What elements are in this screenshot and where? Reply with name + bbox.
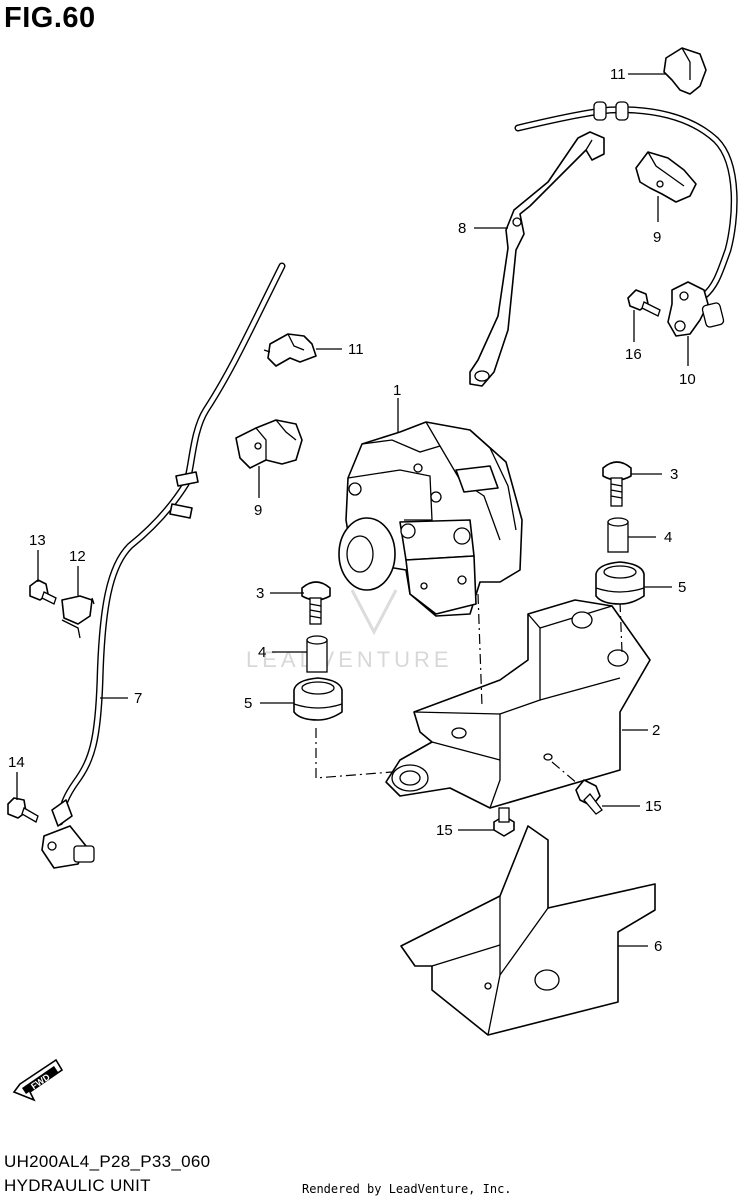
part-14-bolt[interactable] bbox=[7, 797, 39, 823]
part-6-lower-bracket[interactable] bbox=[400, 825, 656, 1036]
callout-8: 8 bbox=[458, 220, 466, 237]
part-15-bolt-lower[interactable] bbox=[493, 807, 515, 837]
callout-2: 2 bbox=[652, 722, 660, 739]
rendered-by-footer: Rendered by LeadVenture, Inc. bbox=[302, 1182, 512, 1196]
part-9-clamp-left[interactable] bbox=[235, 419, 303, 469]
fwd-arrow-icon: FWD bbox=[12, 1058, 64, 1102]
part-11-clip-right[interactable] bbox=[663, 47, 707, 95]
part-9-clamp-right[interactable] bbox=[635, 151, 697, 203]
leader-lines bbox=[16, 73, 689, 947]
callout-labels: 1 2 3 3 4 4 5 5 6 7 8 9 9 10 11 11 12 13… bbox=[8, 66, 696, 955]
callout-3-left: 3 bbox=[256, 585, 264, 602]
part-15-bolt-right[interactable] bbox=[575, 779, 603, 815]
part-1-hydraulic-unit[interactable] bbox=[338, 421, 523, 617]
callout-6: 6 bbox=[654, 938, 662, 955]
callout-9-left: 9 bbox=[254, 502, 262, 519]
callout-14: 14 bbox=[8, 754, 25, 771]
callout-5-left: 5 bbox=[244, 695, 252, 712]
watermark: LEADVENTURE bbox=[246, 589, 453, 672]
part-10-sensor-wire-right[interactable] bbox=[514, 101, 738, 300]
hidden-line-left bbox=[315, 728, 393, 779]
part-7-sensor-wire[interactable] bbox=[41, 262, 286, 869]
part-12-clamp[interactable] bbox=[61, 595, 95, 639]
callout-3-right: 3 bbox=[670, 466, 678, 483]
part-5-grommet-right[interactable] bbox=[595, 561, 645, 605]
callout-16: 16 bbox=[625, 346, 642, 363]
watermark-text: LEADVENTURE bbox=[246, 647, 453, 672]
part-5-grommet-left[interactable] bbox=[293, 677, 343, 721]
callout-4-left: 4 bbox=[258, 644, 266, 661]
hidden-line-right bbox=[619, 601, 623, 653]
part-16-bolt[interactable] bbox=[627, 289, 661, 317]
callout-1: 1 bbox=[393, 382, 401, 399]
callout-11-left: 11 bbox=[348, 341, 364, 358]
part-13-bolt[interactable] bbox=[29, 579, 57, 605]
callout-10: 10 bbox=[679, 371, 696, 388]
figure-name: HYDRAULIC UNIT bbox=[4, 1176, 151, 1195]
part-3-bolt-right[interactable] bbox=[602, 461, 632, 507]
part-2-main-bracket[interactable] bbox=[385, 599, 651, 809]
callout-15-lower: 15 bbox=[436, 822, 453, 839]
callout-12: 12 bbox=[69, 548, 86, 565]
part-4-collar-right[interactable] bbox=[607, 517, 629, 553]
callout-5-right: 5 bbox=[678, 579, 686, 596]
figure-title: FIG.60 bbox=[4, 2, 96, 34]
part-8-sensor-bracket[interactable] bbox=[469, 131, 605, 387]
part-11-clip-left[interactable] bbox=[263, 333, 317, 367]
part-4-collar-left[interactable] bbox=[306, 635, 328, 673]
callout-11-right: 11 bbox=[610, 66, 626, 83]
callout-7: 7 bbox=[134, 690, 142, 707]
callout-4-right: 4 bbox=[664, 529, 672, 546]
part-10-speed-sensor[interactable] bbox=[667, 281, 725, 337]
callout-9-right: 9 bbox=[653, 229, 661, 246]
part-3-bolt-left[interactable] bbox=[301, 581, 331, 625]
figure-code: UH200AL4_P28_P33_060 bbox=[4, 1152, 211, 1171]
callout-15-right: 15 bbox=[645, 798, 662, 815]
callout-13: 13 bbox=[29, 532, 46, 549]
hidden-line-bolt bbox=[551, 761, 579, 785]
